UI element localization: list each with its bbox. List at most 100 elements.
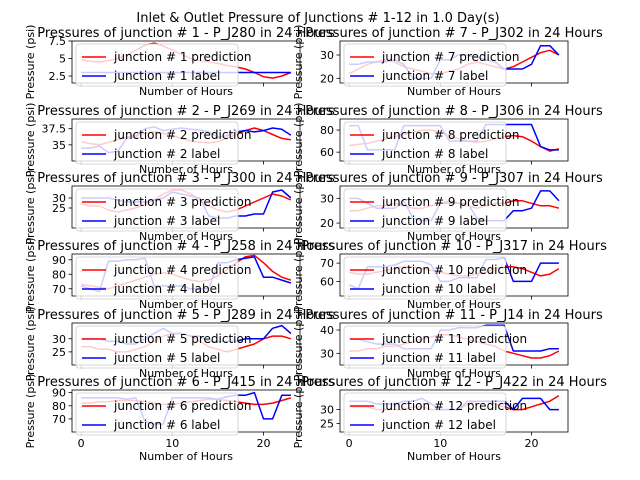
legend-box [75, 256, 239, 300]
x-axis-label: Number of Hours [139, 298, 233, 311]
legend-box [75, 392, 239, 436]
x-axis-label: Number of Hours [407, 230, 501, 243]
y-tick-label: 7.5 [49, 35, 67, 48]
y-axis-label: Pressure (psi) [292, 374, 305, 449]
subplot-title: Pressures of junction # 6 - P_J415 in 24… [37, 375, 335, 390]
x-tick-label: 20 [257, 437, 271, 450]
x-axis-label: Number of Hours [407, 85, 501, 98]
y-tick-label: 20 [320, 217, 334, 230]
x-tick-label: 10 [433, 437, 447, 450]
legend-entry: junction # 9 label [381, 214, 488, 228]
x-axis-label: Number of Hours [139, 450, 233, 463]
y-axis-label: Pressure (psi) [24, 170, 37, 245]
legend-entry: junction # 8 label [381, 147, 488, 161]
legend-entry: junction # 2 prediction [113, 128, 251, 142]
legend-entry: junction # 5 label [113, 351, 220, 365]
legend-entry: junction # 8 prediction [381, 128, 519, 142]
legend-entry: junction # 7 label [381, 69, 488, 83]
legend-entry: junction # 1 label [113, 69, 220, 83]
y-axis-label: Pressure (psi) [292, 25, 305, 100]
subplot-title: Pressures of junction # 10 - P_J317 in 2… [301, 239, 607, 254]
x-axis-label: Number of Hours [407, 450, 501, 463]
legend-entry: junction # 10 prediction [381, 263, 527, 277]
legend-box [75, 121, 239, 165]
legend: junction # 8 prediction junction # 8 labe… [343, 121, 519, 165]
y-tick-label: 80 [320, 124, 334, 137]
y-tick-label: 60 [320, 146, 334, 159]
y-tick-label: 30 [320, 347, 334, 360]
x-axis-label: Number of Hours [139, 230, 233, 243]
x-tick-label: 20 [525, 437, 539, 450]
x-axis-label: Number of Hours [407, 298, 501, 311]
legend-entry: junction # 11 label [381, 351, 496, 365]
legend-entry: junction # 1 prediction [113, 50, 251, 64]
y-axis-label: Pressure (psi) [292, 307, 305, 382]
y-tick-label: 70 [52, 283, 66, 296]
legend-box [75, 325, 239, 369]
y-tick-label: 90 [52, 387, 66, 400]
subplot-title: Pressures of junction # 4 - P_J258 in 24… [37, 239, 335, 254]
y-tick-label: 70 [320, 257, 334, 270]
legend: junction # 11 prediction junction # 11 la… [343, 325, 527, 369]
legend-entry: junction # 6 prediction [113, 399, 251, 413]
y-tick-label: 37.5 [42, 123, 67, 136]
x-tick-label: 0 [346, 437, 353, 450]
legend: junction # 1 prediction junction # 1 labe… [75, 43, 251, 87]
legend-entry: junction # 11 prediction [381, 332, 527, 346]
y-axis-label: Pressure (psi) [292, 170, 305, 245]
subplot-title: Pressures of junction # 2 - P_J269 in 24… [37, 104, 335, 119]
subplot-title: Pressures of junction # 3 - P_J300 in 24… [37, 171, 335, 186]
subplot-title: Pressures of junction # 1 - P_J280 in 24… [37, 26, 335, 41]
y-tick-label: 80 [52, 268, 66, 281]
legend-entry: junction # 5 prediction [113, 332, 251, 346]
y-axis-label: Pressure (psi) [292, 103, 305, 178]
x-axis-label: Number of Hours [139, 85, 233, 98]
subplot-title: Pressures of junction # 8 - P_J306 in 24… [305, 104, 603, 119]
y-axis-label: Pressure (psi) [24, 25, 37, 100]
y-tick-label: 2.5 [49, 70, 67, 83]
y-tick-label: 60 [320, 275, 334, 288]
y-axis-label: Pressure (psi) [24, 103, 37, 178]
y-tick-label: 30 [52, 192, 66, 205]
y-tick-label: 25 [320, 418, 334, 431]
y-axis-label: Pressure (psi) [292, 238, 305, 313]
subplot-title: Pressures of junction # 9 - P_J307 in 24… [305, 171, 603, 186]
x-axis-label: Number of Hours [407, 163, 501, 176]
figure-suptitle: Inlet & Outlet Pressure of Junctions # 1… [136, 11, 499, 26]
y-tick-label: 35 [52, 139, 66, 152]
y-tick-label: 80 [52, 400, 66, 413]
y-tick-label: 30 [52, 333, 66, 346]
subplot-title: Pressures of junction # 12 - P_J422 in 2… [301, 375, 607, 390]
subplot-title: Pressures of junction # 7 - P_J302 in 24… [305, 26, 603, 41]
y-tick-label: 40 [320, 324, 334, 337]
y-tick-label: 25 [52, 346, 66, 359]
legend-box [343, 188, 507, 232]
y-tick-label: 25 [52, 202, 66, 215]
legend-entry: junction # 12 prediction [381, 399, 527, 413]
y-tick-label: 90 [52, 254, 66, 267]
legend-box [343, 392, 507, 436]
y-tick-label: 30 [320, 49, 334, 62]
legend-entry: junction # 3 prediction [113, 195, 251, 209]
y-tick-label: 30 [320, 404, 334, 417]
legend-box [75, 43, 239, 87]
y-axis-label: Pressure (psi) [24, 374, 37, 449]
legend-box [343, 43, 507, 87]
